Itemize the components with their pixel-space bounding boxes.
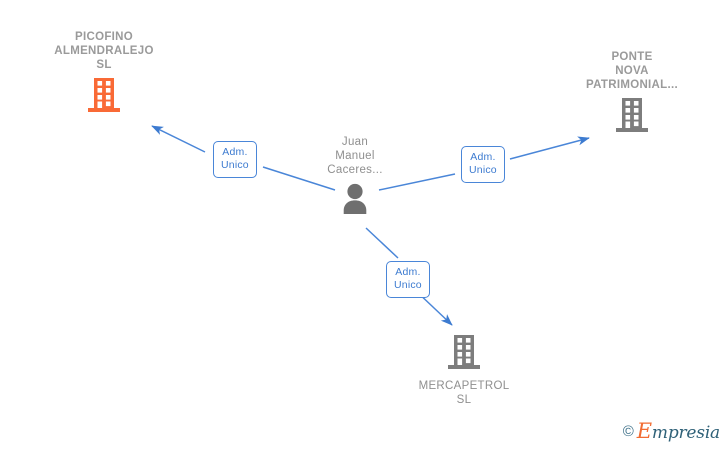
node-label-ponte-nova: PONTE NOVA PATRIMONIAL... [586,51,678,91]
node-ponte-nova-patrimonial[interactable]: PONTE NOVA PATRIMONIAL... [552,50,712,138]
brand-initial: E [636,419,652,443]
copyright-icon: © [622,423,634,440]
company-building-icon [615,97,649,138]
company-building-icon [447,334,481,375]
edge-label-adm-unico-ponte-nova[interactable]: Adm. Unico [461,146,505,183]
node-label-person: Juan Manuel Caceres... [327,136,383,176]
company-building-icon [87,77,121,118]
node-label-picofino: PICOFINO ALMENDRALEJO SL [54,31,154,71]
edge-label-adm-unico-picofino[interactable]: Adm. Unico [213,141,257,178]
node-label-mercapetrol: MERCAPETROL SL [418,380,510,406]
brand-wordmark: Empresia [637,421,720,442]
node-person-juan-manuel-caceres[interactable]: Juan Manuel Caceres... [275,135,435,221]
node-mercapetrol-sl[interactable]: MERCAPETROL SL [384,334,544,407]
empresia-watermark: © Empresia [623,421,720,442]
brand-rest: mpresia [651,423,720,443]
node-picofino-almendralejo-sl[interactable]: PICOFINO ALMENDRALEJO SL [24,30,184,118]
person-icon [338,182,372,221]
edge-label-adm-unico-mercapetrol[interactable]: Adm. Unico [386,261,430,298]
